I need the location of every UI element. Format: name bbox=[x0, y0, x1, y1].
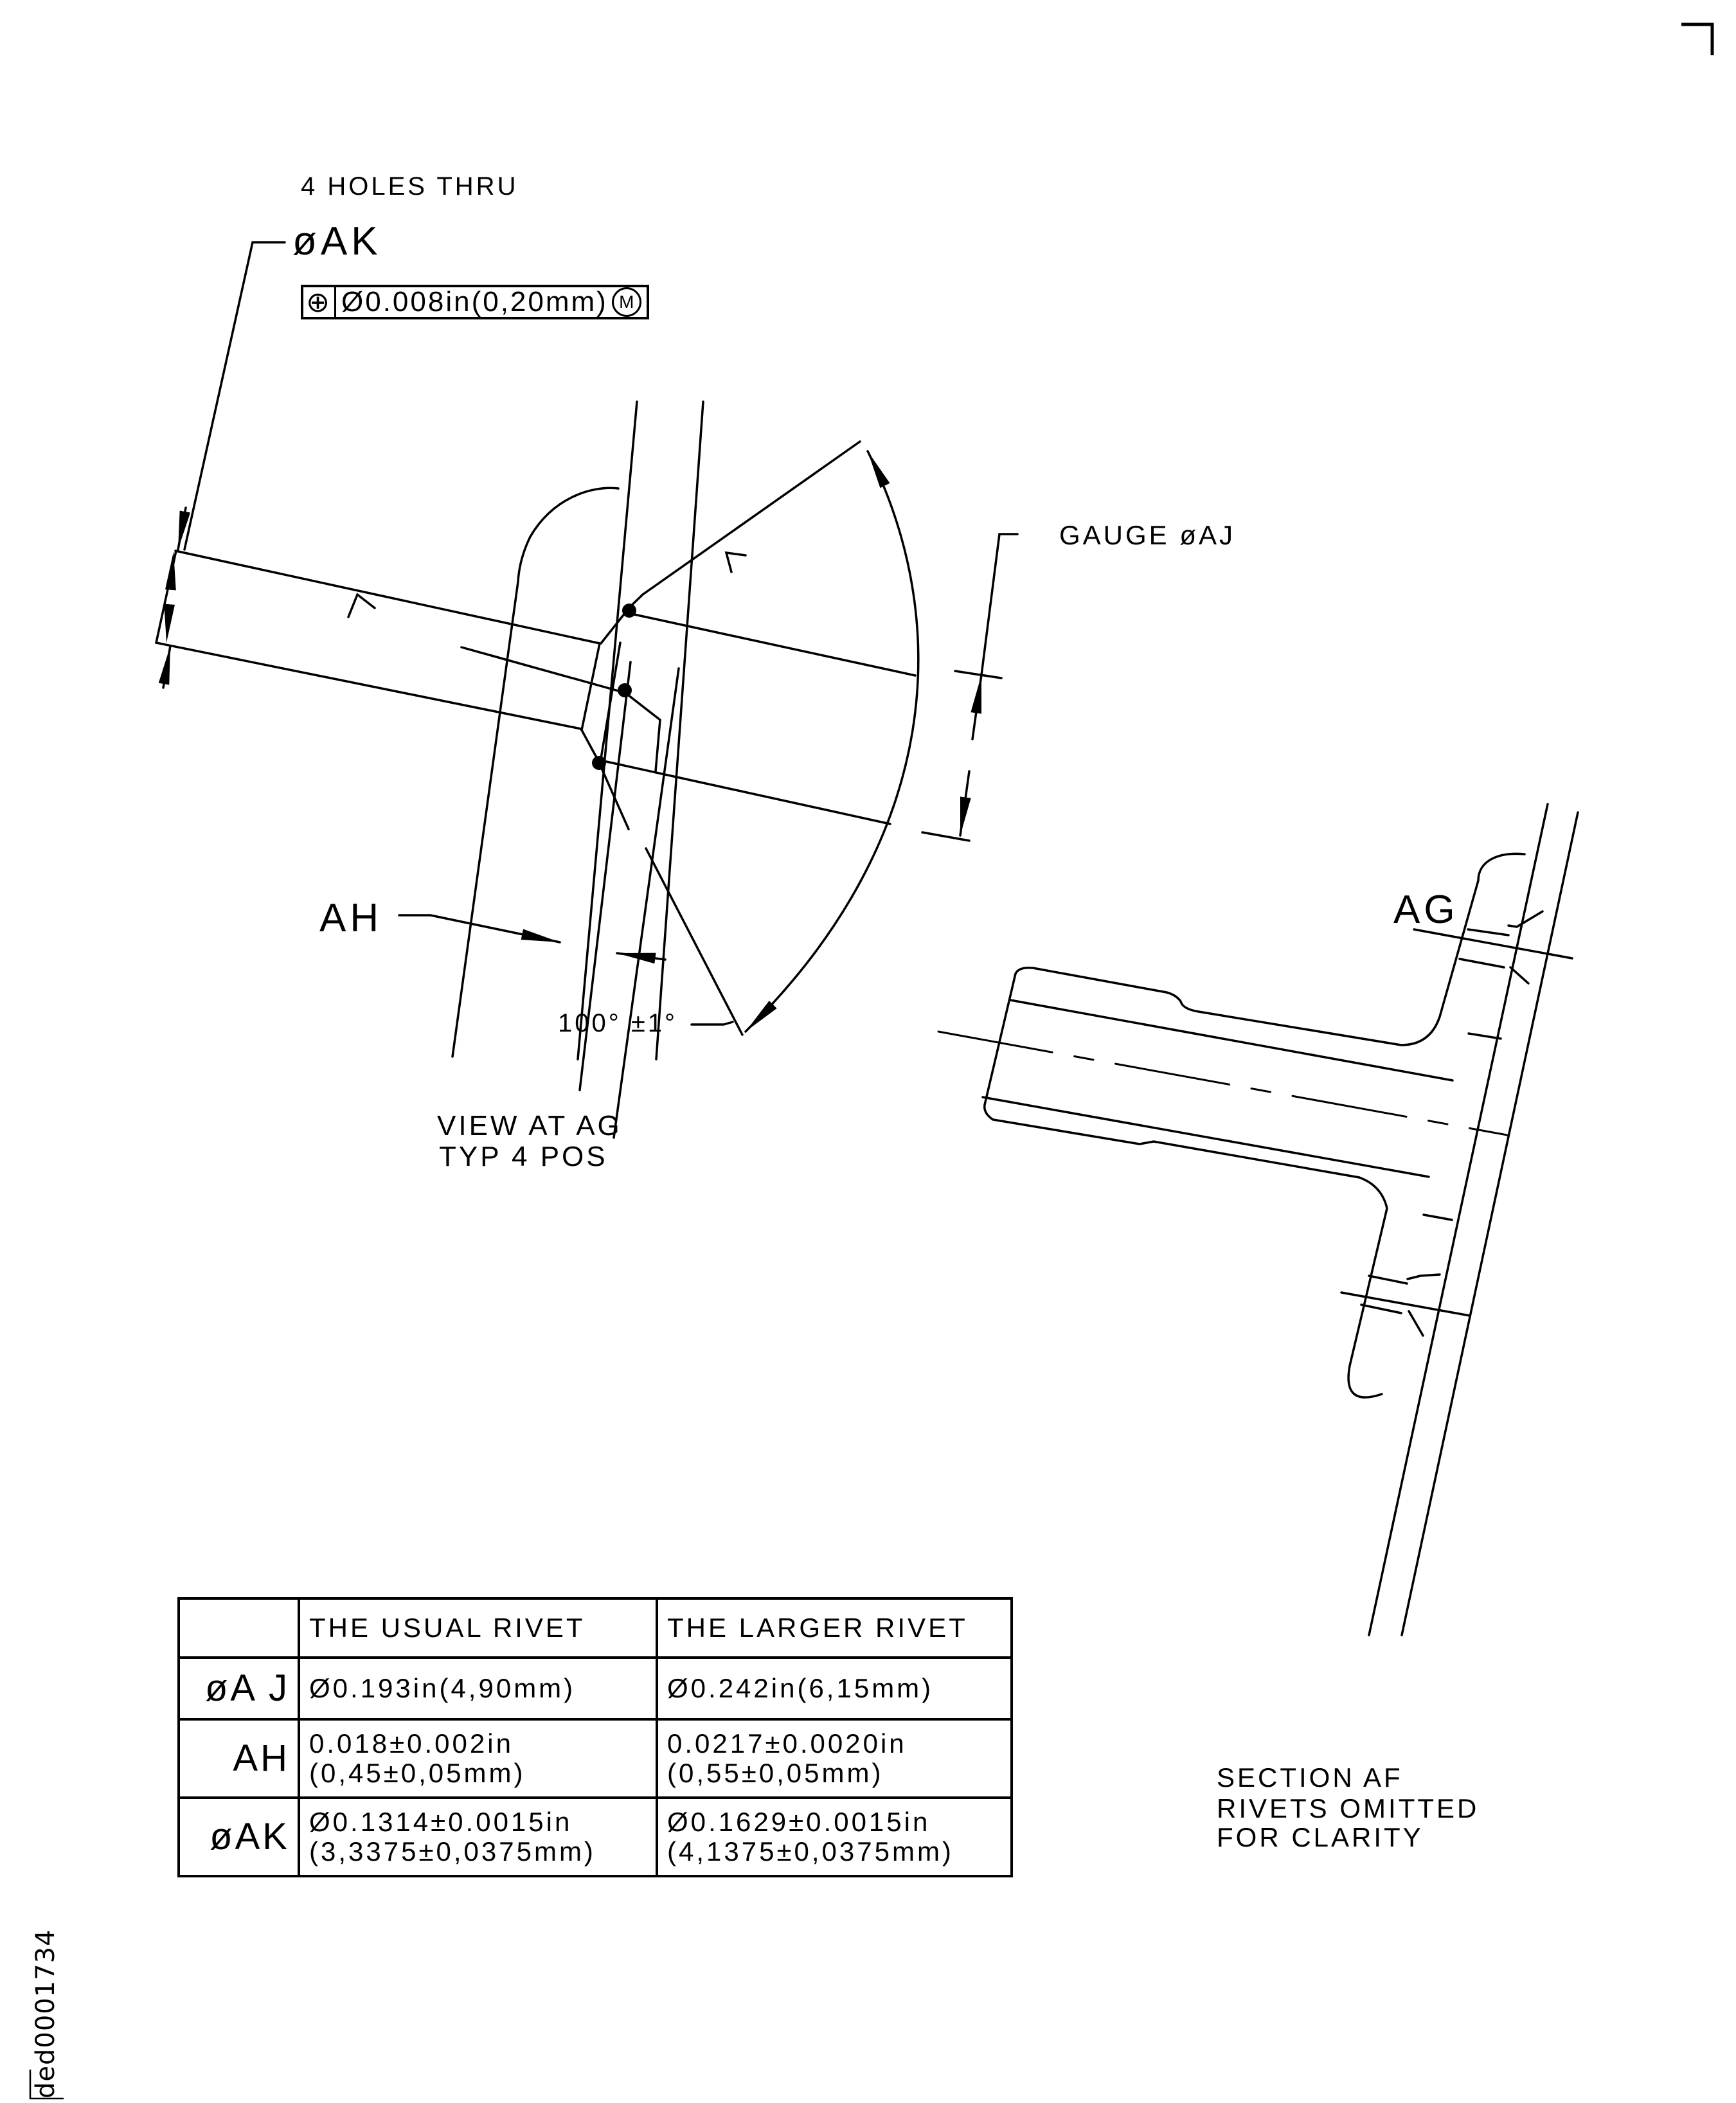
view-ag-subcaption: TYP 4 POS bbox=[439, 1141, 608, 1172]
row-label-aj: øA J bbox=[177, 1656, 300, 1721]
document-id: ded0001734 bbox=[31, 1929, 60, 2099]
holes-note: 4 HOLES THRU bbox=[301, 172, 519, 201]
corner-mark bbox=[1681, 22, 1714, 55]
cell-ak-larger-in: Ø0.1629±0.0015in bbox=[667, 1806, 931, 1837]
angle-label: 100° ±1° bbox=[558, 1009, 678, 1037]
cell-ak-usual-mm: (3,3375±0,0375mm) bbox=[309, 1836, 596, 1866]
dim-ak-label: øAK bbox=[292, 219, 382, 264]
section-af-caption: SECTION AF bbox=[1217, 1762, 1403, 1793]
row-label-ah: AH bbox=[177, 1718, 300, 1799]
cell-aj-larger: Ø0.242in(6,15mm) bbox=[656, 1656, 1013, 1721]
cell-ah-usual-mm: (0,45±0,05mm) bbox=[309, 1758, 526, 1788]
view-ag-caption: VIEW AT AG bbox=[437, 1110, 622, 1141]
cell-aj-usual: Ø0.193in(4,90mm) bbox=[298, 1656, 658, 1721]
table-row-ak: øAK Ø0.1314±0.0015in (3,3375±0,0375mm) Ø… bbox=[177, 1796, 1013, 1877]
max-material-modifier-icon: M bbox=[611, 287, 641, 317]
table-row-ah: AH 0.018±0.002in (0,45±0,05mm) 0.0217±0.… bbox=[177, 1718, 1013, 1799]
row-label-ak: øAK bbox=[177, 1796, 300, 1877]
cell-ah-larger: 0.0217±0.0020in (0,55±0,05mm) bbox=[656, 1718, 1013, 1799]
cell-ah-larger-in: 0.0217±0.0020in bbox=[667, 1728, 907, 1758]
section-af-drawing bbox=[937, 803, 1579, 1636]
cell-aj-usual-value: Ø0.193in(4,90mm) bbox=[309, 1672, 576, 1703]
cell-ah-usual: 0.018±0.002in (0,45±0,05mm) bbox=[298, 1718, 658, 1799]
cell-ak-usual-in: Ø0.1314±0.0015in bbox=[309, 1806, 573, 1837]
position-tolerance-icon: ⊕ bbox=[303, 287, 336, 318]
cell-ah-usual-in: 0.018±0.002in bbox=[309, 1728, 514, 1758]
table-corner-cell bbox=[177, 1597, 300, 1659]
table-row-aj: øA J Ø0.193in(4,90mm) Ø0.242in(6,15mm) bbox=[177, 1656, 1013, 1721]
gauge-aj-label: GAUGE øAJ bbox=[1059, 520, 1236, 550]
fcf-tolerance-cell: Ø0.008in(0,20mm) M bbox=[336, 286, 647, 318]
cell-ak-larger: Ø0.1629±0.0015in (4,1375±0,0375mm) bbox=[656, 1796, 1013, 1877]
table-header-row: THE USUAL RIVET THE LARGER RIVET bbox=[177, 1597, 1013, 1659]
rivet-spec-table: THE USUAL RIVET THE LARGER RIVET øA J Ø0… bbox=[177, 1597, 1013, 1877]
section-detail-callout: AG bbox=[1393, 888, 1459, 932]
section-af-note-1: RIVETS OMITTED bbox=[1217, 1793, 1480, 1823]
column-header-larger-rivet: THE LARGER RIVET bbox=[656, 1597, 1013, 1659]
fcf-tolerance-value: Ø0.008in(0,20mm) bbox=[341, 286, 608, 318]
dim-ah-label: AH bbox=[319, 896, 383, 940]
column-header-usual-rivet: THE USUAL RIVET bbox=[298, 1597, 658, 1659]
doc-id-bracket bbox=[29, 2070, 64, 2100]
cell-ak-larger-mm: (4,1375±0,0375mm) bbox=[667, 1836, 954, 1866]
cell-ak-usual: Ø0.1314±0.0015in (3,3375±0,0375mm) bbox=[298, 1796, 658, 1877]
cell-aj-larger-value: Ø0.242in(6,15mm) bbox=[667, 1672, 934, 1703]
section-af-note-2: FOR CLARITY bbox=[1217, 1822, 1424, 1852]
cell-ah-larger-mm: (0,55±0,05mm) bbox=[667, 1758, 884, 1788]
view-ag-drawing bbox=[155, 241, 1019, 1139]
feature-control-frame: ⊕ Ø0.008in(0,20mm) M bbox=[301, 285, 649, 319]
